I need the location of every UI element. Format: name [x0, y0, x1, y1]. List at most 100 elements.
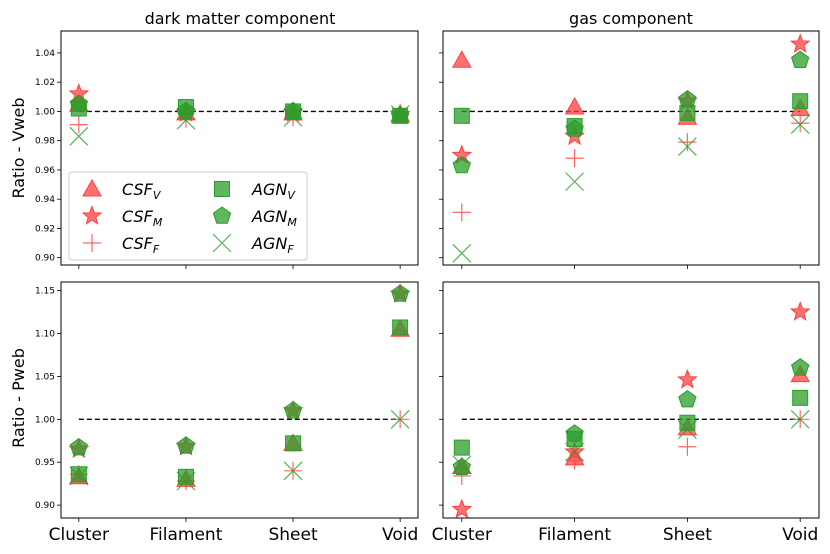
point-csf-m: [789, 301, 811, 321]
point-agn-v: [177, 468, 194, 485]
panel-0: 0.90 0.92 0.94 0.96 0.98 1.00 1.02 1.04: [35, 30, 419, 269]
ytick-label: 1.00: [35, 107, 55, 117]
ytick-label: 1.04: [35, 49, 55, 59]
row-label-vweb: Ratio - Vweb: [9, 97, 28, 198]
data-points: [68, 283, 411, 491]
ytick-label: 0.98: [35, 137, 55, 147]
xtick-label: Sheet: [663, 525, 712, 545]
legend-label: AGNM: [251, 207, 297, 229]
ytick-label: 1.10: [35, 329, 55, 339]
ytick-label: 1.15: [35, 287, 55, 297]
legend-label: AGNV: [251, 180, 296, 202]
point-agn-f: [390, 104, 410, 124]
point-agn-f: [283, 461, 303, 481]
legend-marker-csf-v: [82, 178, 102, 197]
axes-frame: [442, 281, 820, 519]
point-agn-m: [678, 389, 697, 408]
point-agn-m: [391, 284, 410, 302]
xtick-label: Cluster: [49, 525, 109, 545]
point-agn-m: [565, 424, 584, 442]
point-agn-f: [283, 107, 303, 127]
point-agn-v: [285, 435, 302, 452]
point-agn-m: [791, 358, 810, 376]
point-agn-v: [792, 389, 809, 406]
point-agn-m: [283, 401, 303, 419]
legend-marker-agn-m: [212, 206, 232, 224]
xtick-label: Filament: [538, 525, 611, 545]
point-agn-f: [565, 442, 585, 462]
legend-label: AGNF: [251, 234, 294, 256]
point-agn-f: [176, 110, 196, 130]
point-csf-m: [451, 498, 473, 518]
xtick-label: Cluster: [432, 525, 492, 545]
point-agn-f: [452, 243, 472, 263]
legend-label: CSFF: [122, 234, 160, 256]
legend-marker-csf-m: [81, 205, 103, 225]
xtick-label: Void: [382, 525, 418, 545]
axes-frame: [60, 30, 419, 266]
point-csf-m: [677, 368, 698, 389]
ytick-label: 0.96: [35, 166, 55, 176]
column-title-dark-matter: dark matter component: [145, 9, 336, 28]
column-title-gas: gas component: [569, 9, 693, 28]
ytick-label: 0.90: [35, 254, 55, 264]
legend-label: CSFV: [122, 180, 162, 202]
xtick-label: Filament: [150, 525, 223, 545]
axes-frame: [60, 281, 419, 519]
point-csf-f: [678, 133, 697, 152]
panels: 0.90 0.92 0.94 0.96 0.98 1.00 1.02 1.04 0.90 0.95…: [35, 30, 820, 545]
point-agn-m: [283, 101, 303, 120]
point-agn-m: [565, 119, 584, 137]
panel-1: [439, 30, 820, 269]
ytick-label: 1.05: [35, 372, 55, 382]
xtick-label: Sheet: [268, 525, 317, 545]
panel-3: Cluster Filament Sheet Void: [432, 281, 820, 545]
point-agn-f: [790, 409, 810, 429]
point-csf-f: [69, 115, 88, 134]
data-points: [451, 301, 811, 518]
point-csf-f: [452, 203, 471, 222]
ytick-label: 1.00: [35, 415, 55, 425]
point-csf-f: [791, 114, 810, 133]
axes-frame: [442, 30, 820, 266]
row-label-pweb: Ratio - Pweb: [9, 348, 28, 448]
point-agn-f: [176, 471, 196, 491]
point-agn-f: [677, 420, 697, 440]
point-agn-m: [791, 50, 810, 68]
point-csf-v: [451, 50, 472, 68]
point-csf-f: [565, 451, 584, 470]
legend-box: [68, 171, 308, 261]
legend-marker-csf-f: [83, 234, 101, 252]
legend-marker-agn-v: [214, 181, 230, 197]
point-agn-f: [790, 115, 810, 135]
ytick-label: 0.94: [35, 195, 55, 205]
point-agn-m: [176, 436, 196, 454]
point-agn-m: [69, 437, 88, 456]
ytick-label: 1.02: [35, 78, 55, 88]
point-agn-m: [452, 457, 471, 476]
point-agn-v: [453, 107, 470, 124]
point-agn-m: [452, 155, 471, 174]
point-agn-m: [678, 90, 697, 108]
point-agn-v: [679, 104, 696, 121]
data-points: [451, 33, 811, 263]
point-agn-f: [565, 172, 585, 192]
point-agn-v: [453, 439, 470, 456]
point-agn-v: [392, 319, 409, 336]
ytick-label: 0.90: [35, 501, 55, 511]
point-agn-v: [679, 414, 696, 431]
xtick-label: Void: [782, 525, 818, 545]
point-agn-v: [70, 466, 87, 483]
point-csf-f: [565, 149, 584, 168]
point-agn-f: [390, 409, 410, 429]
point-agn-m: [176, 101, 196, 120]
point-agn-f: [69, 466, 89, 486]
ytick-label: 0.95: [35, 458, 55, 468]
point-agn-f: [69, 126, 89, 146]
ytick-label: 0.92: [35, 224, 55, 234]
point-csf-m: [789, 33, 811, 53]
point-agn-f: [677, 137, 697, 156]
